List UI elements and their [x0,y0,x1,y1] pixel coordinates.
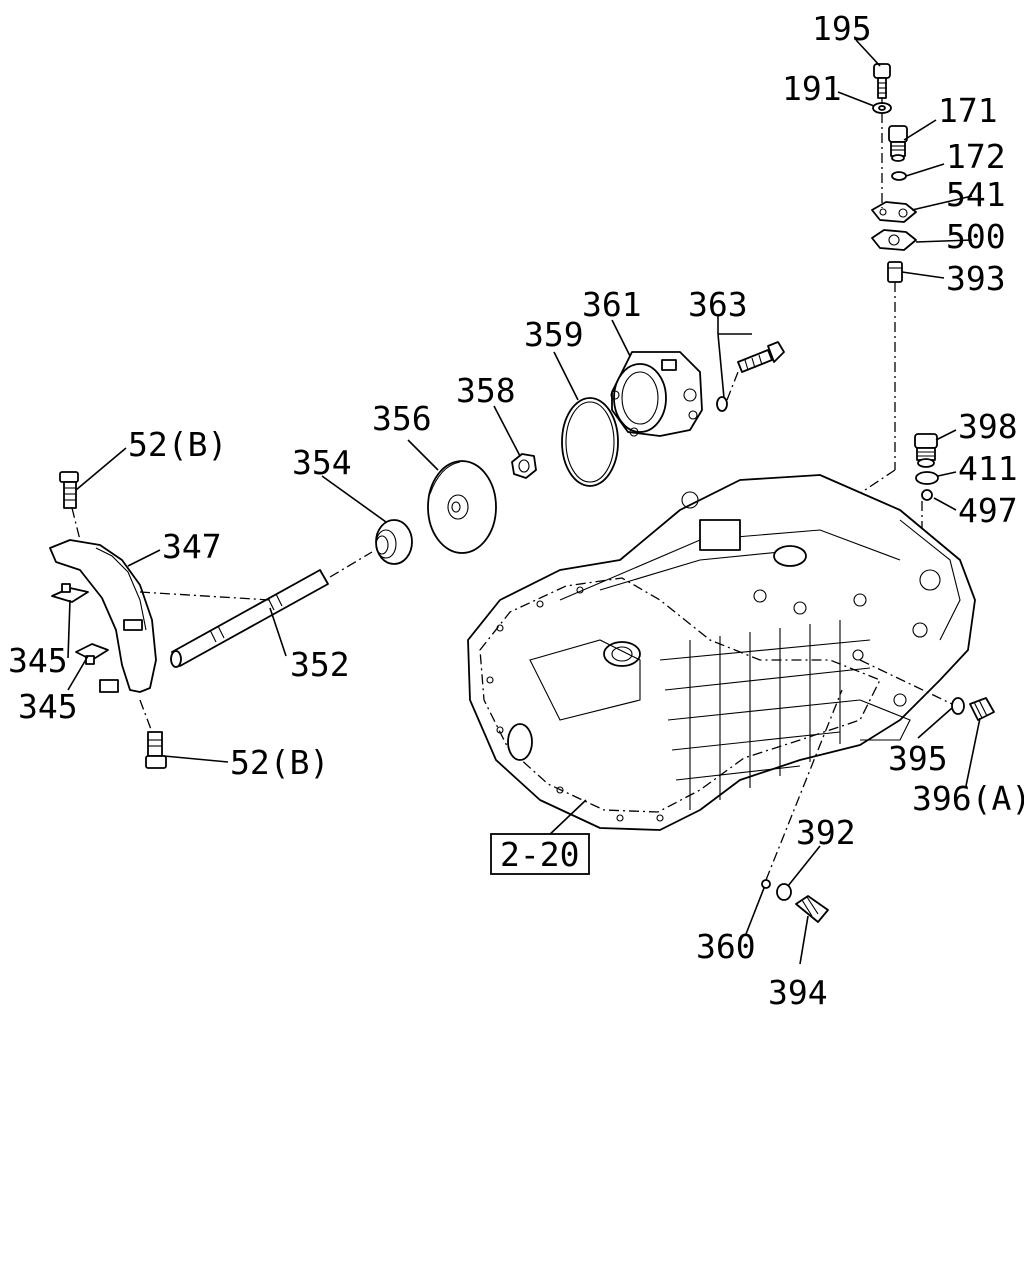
part-393 [887,261,903,283]
housing-361 [610,351,703,437]
leader-lines [67,39,981,965]
reference-box[interactable]: 2-20 [490,833,590,875]
callout-172: 172 [946,137,1006,176]
pad-345-a [51,583,89,603]
oring-359 [561,397,619,487]
oring-172 [891,171,907,181]
callout-398: 398 [958,407,1018,446]
oring-497 [921,489,933,501]
washer-191 [872,102,892,114]
bearing-354 [375,519,413,565]
bracket-541 [871,201,917,223]
oring-395 [951,697,965,715]
sensor-394 [761,689,843,923]
callout-392: 392 [796,813,856,852]
bolt-52b-bottom [139,699,167,769]
callout-393: 393 [946,259,1006,298]
callout-195: 195 [812,9,872,48]
callout-52b-top: 52(B) [128,425,227,464]
callout-359: 359 [524,315,584,354]
bolt-52b-top [59,471,81,541]
gasket-500 [871,229,917,251]
callout-541: 541 [946,175,1006,214]
callout-191: 191 [782,69,842,108]
plug-398 [914,433,938,468]
bolt-195 [873,63,891,99]
switch-171 [888,125,908,162]
disc-356 [427,460,497,554]
callout-394: 394 [768,973,828,1012]
sensor-stack [789,63,917,541]
callout-345-a: 345 [8,641,68,680]
nut-358 [511,453,537,479]
oring-392 [776,883,792,901]
reference-box-label: 2-20 [500,835,579,874]
oring-411 [915,471,939,485]
callout-352: 352 [290,645,350,684]
callout-411: 411 [958,449,1018,488]
shaft-352 [170,551,373,668]
callout-52b-bottom: 52(B) [230,743,329,782]
callout-345-b: 345 [18,687,78,726]
plug-396a [859,659,995,721]
transmission-case [467,474,976,831]
callout-171: 171 [938,91,998,130]
callout-361: 361 [582,285,642,324]
bolt-363 [716,341,785,412]
pad-345-b [75,643,109,665]
callout-497: 497 [958,491,1018,530]
callout-396a: 396(A) [912,779,1024,818]
callout-395: 395 [888,739,948,778]
part-360 [761,879,771,889]
callout-347: 347 [162,527,222,566]
callout-363: 363 [688,285,748,324]
callout-labels: 195 191 171 172 541 500 393 361 363 359 … [8,9,1024,1012]
callout-360: 360 [696,927,756,966]
shift-fork-347 [49,539,157,693]
callout-356: 356 [372,399,432,438]
callout-354: 354 [292,443,352,482]
callout-358: 358 [456,371,516,410]
rib-grid [659,620,871,810]
callout-500: 500 [946,217,1006,256]
